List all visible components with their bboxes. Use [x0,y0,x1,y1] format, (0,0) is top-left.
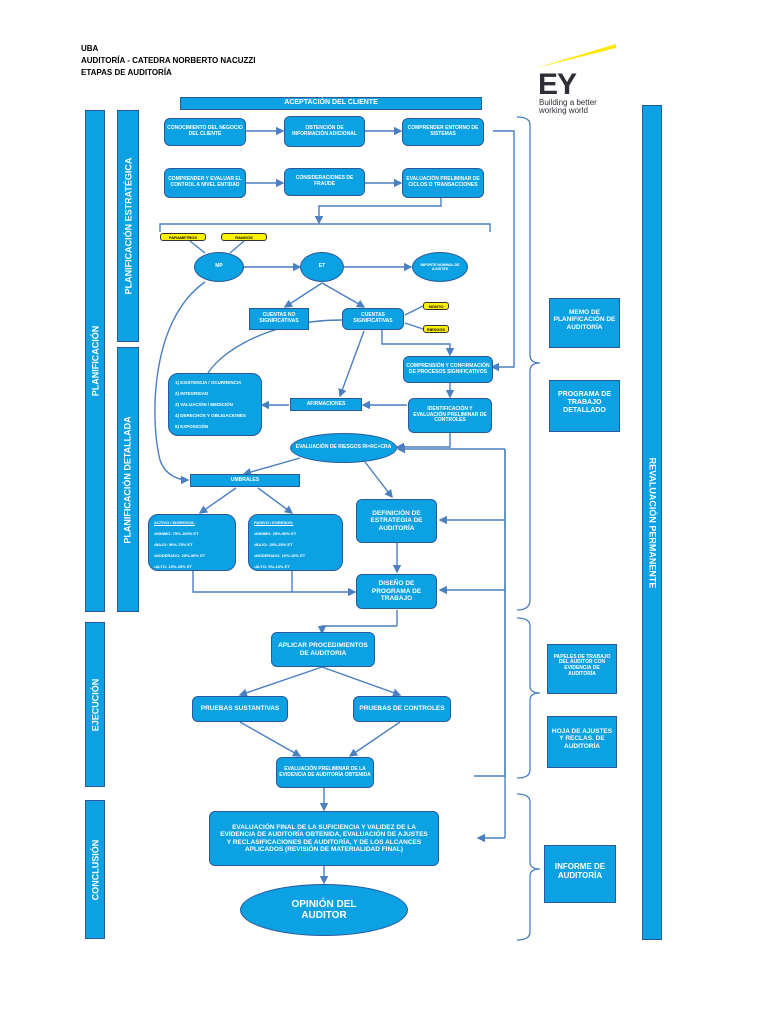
phase-ejecucion-label: Ejecución [90,678,101,731]
phase-planificacion: Planificación [85,110,105,612]
assertion-item: 5) EXPOSICIÓN [175,424,209,429]
tag-parametros: PARAMETROS [160,233,206,241]
node-afirmaciones: AFIRMACIONES [290,398,362,411]
phase-planificacion-label: Planificación [90,325,100,397]
header-title: ETAPAS DE AUDITORÍA [81,68,172,77]
umbral-item: •MINIMO: 25%-50% ET [254,531,297,536]
doc-memo: MEMO DE PLANIFICACIÓN DE AUDITORÍA [549,298,620,348]
umbral-item: •ALTO: 10%-25% ET [154,564,192,569]
assertion-item: 4) DERECHOS Y OBLIGACIONES [175,413,246,418]
umbral-activo-title: ACTIVO / INGRESOS: [154,520,195,525]
node-definicion: DEFINICIÓN DE ESTRATEGIA DE AUDITORÍA [356,499,437,543]
node-cuentas-no: CUENTAS NO SIGNIFICATIVAS [249,308,309,330]
ey-logo-text: EY [538,68,577,101]
node-conocimiento: CONOCIMIENTO DEL NEGOCIO DEL CLIENTE [164,118,246,146]
assertion-item: 2) INTEGRIDAD [175,391,209,396]
node-diseno: DISEÑO DE PROGRAMA DE TRABAJO [356,574,437,609]
node-comprender-control: COMPRENDER Y EVALUAR EL CONTROL A NIVEL … [164,168,246,198]
tag-riesgos: RIESGOS [423,325,449,333]
node-comprender-entorno: COMPRENDER ENTORNO DE SISTEMAS [402,118,484,146]
node-cuentas-si: CUENTAS SIGNIFICATIVAS [342,308,404,330]
node-evaluacion-riesgos: EVALUACIÓN DE RIESGOS RI=RC+CRA [290,433,397,463]
node-aplicar: APLICAR PROCEDIMIENTOS DE AUDITORIA [271,632,375,667]
node-umbrales: UMBRALES [190,474,300,487]
node-et: ET [300,252,344,282]
node-controles: PRUEBAS DE CONTROLES [353,696,451,722]
umbral-item: •ALTO: 5%-10% ET [254,564,290,569]
ey-tagline: Building a better working world [539,98,597,116]
assertion-item: 1) EXISTENCIA / OCURRENCIA [175,380,242,385]
node-obtencion: OBTENCIÓN DE INFORMACIÓN ADICIONAL [284,116,365,147]
umbral-item: •MODERADO: 25%-50% ET [154,553,206,558]
umbral-item: •MODERADO: 10%-15% ET [254,553,306,558]
node-sustantivas: PRUEBAS SUSTANTIVAS [192,696,288,722]
phase-estrategica: Planificación Estratégica [117,110,139,342]
ey-tagline-line2: working world [539,106,588,116]
node-eval-final: EVALUACIÓN FINAL DE LA SUFICIENCIA Y VAL… [209,811,439,866]
umbral-item: •BAJO: 50%-75% ET [154,542,193,547]
node-opinion: OPINIÓN DEL AUDITOR [240,884,408,936]
phase-detallada-label: Planificación Detallada [123,415,134,544]
umbral-pasivo-title: PASIVO / EGRESOS: [254,520,294,525]
node-comprension: COMPRENSIÓN Y CONFIRMACIÓN DE PROCESOS S… [403,356,493,383]
tag-monto: MONTO [423,302,449,310]
assertions-list: 1) EXISTENCIA / OCURRENCIA 2) INTEGRIDAD… [168,373,262,436]
phase-ejecucion: Ejecución [85,622,105,787]
assertion-item: 3) VALUACIÓN / MEDICIÓN [175,402,233,407]
phase-conclusion-label: Conclusión [90,839,100,900]
umbral-item: •MINIMO: 75%-100% ET [154,531,199,536]
node-aceptacion: ACEPTACIÓN DEL CLIENTE [180,97,482,110]
node-identificacion: IDENTIFICACIÓN Y EVALUACIÓN PRELIMINAR D… [408,398,492,433]
ey-tagline-line1: Building a better [539,98,597,107]
doc-programa: PROGRAMA DE TRABAJO DETALLADO [549,380,620,432]
node-importe: IMPORTE NOMINAL DE AJUSTES [412,252,468,282]
doc-papeles: PAPELES DE TRABAJO DEL AUDITOR CON EVIDE… [547,644,617,694]
node-evaluacion-ciclos: EVALUACIÓN PRELIMINAR DE CICLOS O TRANSA… [402,168,484,198]
phase-estrategica-label: Planificación Estratégica [123,157,133,295]
doc-informe: INFORME DE AUDITORÍA [544,845,616,903]
tag-rangos: RANGOS [221,233,267,241]
phase-revaluacion-label: Revaluación Permanente [647,457,657,588]
ey-logo-mark-icon [536,44,616,68]
header-uba: UBA [81,44,99,53]
phase-detallada: Planificación Detallada [117,347,139,612]
phase-revaluacion: Revaluación Permanente [642,105,662,940]
header-course: AUDITORÍA - CATEDRA NORBERTO NACUZZI [81,56,256,65]
doc-hoja: HOJA DE AJUSTES Y RECLAS. DE AUDITORÍA [547,716,617,768]
umbral-item: •BAJO: 15%-25% ET [254,542,293,547]
umbral-pasivo-list: PASIVO / EGRESOS: •MINIMO: 25%-50% ET •B… [248,514,343,571]
node-eval-preliminar: EVALUACIÓN PRELIMINAR DE LA EVIDENCIA DE… [276,757,374,788]
umbral-activo-list: ACTIVO / INGRESOS: •MINIMO: 75%-100% ET … [148,514,236,571]
phase-conclusion: Conclusión [85,800,105,939]
node-fraude: CONSIDERACIONES DE FRAUDE [284,168,365,196]
node-mp: MP [194,252,244,282]
